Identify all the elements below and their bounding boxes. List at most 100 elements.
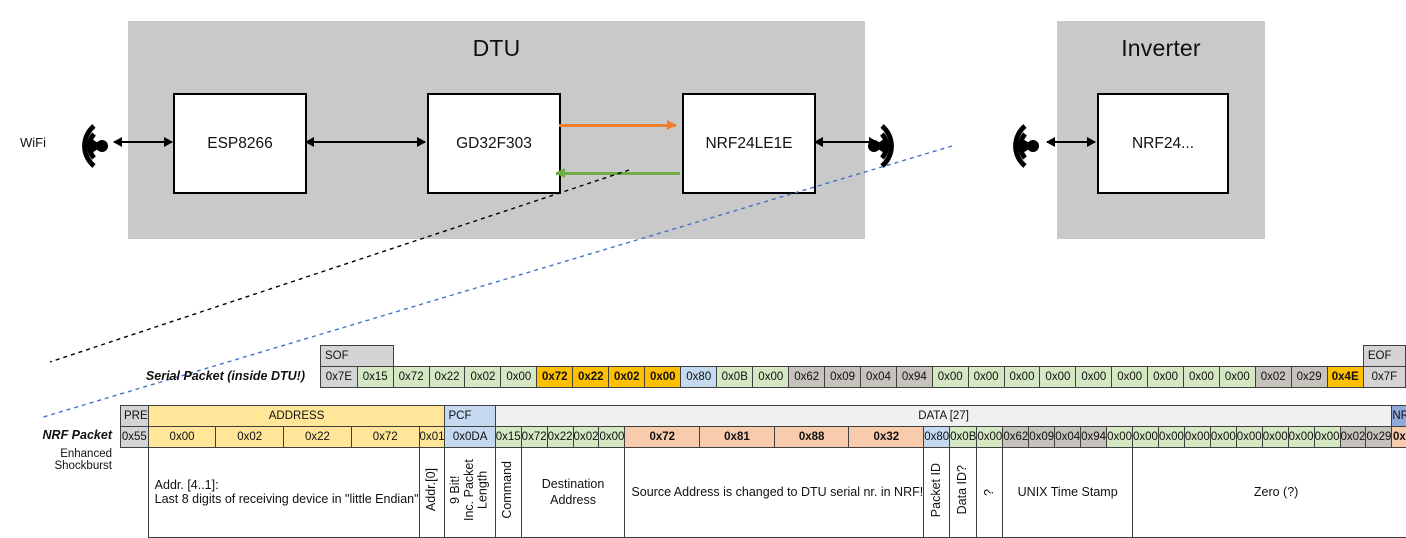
arrow-esp8266-to-gd32f303 bbox=[306, 141, 425, 143]
nrf-packet-sublabel: Enhanced Shockburst bbox=[0, 448, 112, 472]
nrf-byte-cell: 0x81 bbox=[700, 427, 775, 448]
nrf-desc-cell: Zero (?) bbox=[1133, 448, 1406, 538]
chip-nrf24le1e: NRF24LE1E bbox=[682, 93, 816, 194]
nrf-byte-cell: 0x00 bbox=[599, 427, 625, 448]
chip-nrf24-label: NRF24... bbox=[1132, 135, 1194, 153]
serial-byte-cell: 0x00 bbox=[753, 367, 789, 388]
nrf-byte-cell: 0x02 bbox=[573, 427, 599, 448]
arrow-antenna-to-nrf24 bbox=[1047, 141, 1095, 143]
nrf-byte-cell: 0x62 bbox=[1003, 427, 1029, 448]
nrf-desc-cell: Destination Address bbox=[521, 448, 625, 538]
nrf-desc-cell: Source Address is changed to DTU serial … bbox=[625, 448, 924, 538]
serial-byte-cell: 0x0B bbox=[717, 367, 753, 388]
dtu-rf-antenna-icon bbox=[866, 116, 912, 176]
serial-byte-cell: 0x00 bbox=[501, 367, 537, 388]
serial-byte-cell: 0x09 bbox=[825, 367, 861, 388]
nrf-byte-cell: 0x29 bbox=[1366, 427, 1392, 448]
nrf-header-address: ADDRESS bbox=[148, 406, 445, 427]
serial-byte-cell: 0x29 bbox=[1291, 367, 1327, 388]
nrf-header-pcf: PCF bbox=[445, 406, 495, 427]
arrow-rx-green bbox=[556, 172, 680, 175]
nrf-desc-cell: Data ID? bbox=[950, 448, 977, 538]
serial-eof-header: EOF bbox=[1363, 346, 1405, 367]
serial-byte-cell: 0x00 bbox=[1004, 367, 1040, 388]
nrf-byte-cell: 0x32 bbox=[849, 427, 924, 448]
nrf-byte-cell: 0x55 bbox=[1392, 427, 1406, 448]
nrf-desc-cell: 9 Bit!Inc. Packet Length bbox=[445, 448, 495, 538]
arrow-tx-orange bbox=[559, 124, 676, 127]
nrf-byte-cell: 0x72 bbox=[521, 427, 547, 448]
nrf-byte-cell: 0x00 bbox=[1236, 427, 1262, 448]
nrf-byte-cell: 0x72 bbox=[351, 427, 419, 448]
serial-byte-cell: 0x00 bbox=[1148, 367, 1184, 388]
nrf-packet-label: NRF Packet bbox=[0, 428, 112, 442]
serial-byte-cell: 0x00 bbox=[1219, 367, 1255, 388]
serial-byte-cell: 0x4E bbox=[1327, 367, 1363, 388]
nrf-desc-cell: UNIX Time Stamp bbox=[1003, 448, 1133, 538]
chip-gd32f303-label: GD32F303 bbox=[456, 135, 532, 153]
serial-byte-cell: 0x02 bbox=[1255, 367, 1291, 388]
chip-esp8266-label: ESP8266 bbox=[207, 135, 273, 153]
nrf-byte-cell: 0x09 bbox=[1029, 427, 1055, 448]
nrf-desc-cell: Addr. [4..1]:Last 8 digits of receiving … bbox=[148, 448, 419, 538]
nrf-byte-cell: 0x02 bbox=[216, 427, 284, 448]
nrf-byte-cell: 0x0DA bbox=[445, 427, 495, 448]
serial-byte-cell: 0x02 bbox=[609, 367, 645, 388]
nrf-byte-cell: 0x00 bbox=[1314, 427, 1340, 448]
nrf-desc-cell: Command bbox=[495, 448, 521, 538]
serial-byte-cell: 0x02 bbox=[465, 367, 501, 388]
nrf-byte-cell: 0x04 bbox=[1055, 427, 1081, 448]
chip-nrf24le1e-label: NRF24LE1E bbox=[705, 135, 792, 153]
serial-byte-cell: 0x94 bbox=[896, 367, 932, 388]
serial-byte-cell: 0x04 bbox=[861, 367, 897, 388]
nrf-byte-cell: 0x00 bbox=[148, 427, 216, 448]
chip-nrf24: NRF24... bbox=[1097, 93, 1229, 194]
chip-gd32f303: GD32F303 bbox=[427, 93, 561, 194]
nrf-byte-cell: 0x00 bbox=[1133, 427, 1159, 448]
nrf-byte-cell: 0x00 bbox=[1210, 427, 1236, 448]
serial-byte-cell: 0x00 bbox=[1184, 367, 1220, 388]
nrf-byte-cell: 0x80 bbox=[924, 427, 950, 448]
serial-byte-cell: 0x7F bbox=[1363, 367, 1405, 388]
nrf-desc-cell: Packet ID bbox=[924, 448, 950, 538]
nrf-byte-cell: 0x00 bbox=[977, 427, 1003, 448]
chip-esp8266: ESP8266 bbox=[173, 93, 307, 194]
wifi-label: WiFi bbox=[20, 135, 46, 150]
serial-packet-header-row: SOF EOF bbox=[321, 346, 1406, 367]
serial-byte-cell: 0x00 bbox=[968, 367, 1004, 388]
nrf-desc-cell: ? bbox=[977, 448, 1003, 538]
nrf-byte-cell: 0x00 bbox=[1184, 427, 1210, 448]
nrf-desc-cell: Addr.[0] bbox=[419, 448, 445, 538]
nrf-byte-cell: 0x55 bbox=[121, 427, 149, 448]
nrf-byte-cell: 0x72 bbox=[625, 427, 700, 448]
nrf-byte-cell: 0x22 bbox=[284, 427, 352, 448]
inverter-rf-antenna-icon bbox=[995, 116, 1041, 176]
serial-header-spacer bbox=[393, 346, 1363, 367]
serial-byte-cell: 0x72 bbox=[393, 367, 429, 388]
nrf-header-pre: PRE bbox=[121, 406, 149, 427]
arrow-antenna-to-esp8266 bbox=[114, 141, 172, 143]
nrf-byte-cell: 0x00 bbox=[1262, 427, 1288, 448]
serial-byte-cell: 0x00 bbox=[1076, 367, 1112, 388]
nrf-byte-cell: 0x00 bbox=[1158, 427, 1184, 448]
nrf-byte-cell: 0x88 bbox=[774, 427, 849, 448]
nrf-byte-cell: 0x0B bbox=[950, 427, 977, 448]
nrf-desc-spacer bbox=[121, 448, 149, 538]
nrf-byte-cell: 0x15 bbox=[495, 427, 521, 448]
nrf-byte-cell: 0x00 bbox=[1288, 427, 1314, 448]
block-diagram: WiFi DTU Inverter ESP8266 GD32F303 NRF24… bbox=[0, 0, 1406, 330]
nrf-byte-cell: 0x22 bbox=[547, 427, 573, 448]
serial-byte-cell: 0x72 bbox=[537, 367, 573, 388]
nrf-header-nrf-crc: NRF CRC bbox=[1392, 406, 1406, 427]
serial-byte-cell: 0x62 bbox=[789, 367, 825, 388]
nrf-byte-cell: 0x01 bbox=[419, 427, 445, 448]
inverter-title: Inverter bbox=[1057, 35, 1265, 62]
serial-sof-header: SOF bbox=[321, 346, 394, 367]
nrf-byte-cell: 0x02 bbox=[1340, 427, 1366, 448]
nrf-packet-description-row: Addr. [4..1]:Last 8 digits of receiving … bbox=[121, 448, 1406, 538]
nrf-header-data-27: DATA [27] bbox=[495, 406, 1392, 427]
serial-byte-cell: 0x15 bbox=[357, 367, 393, 388]
